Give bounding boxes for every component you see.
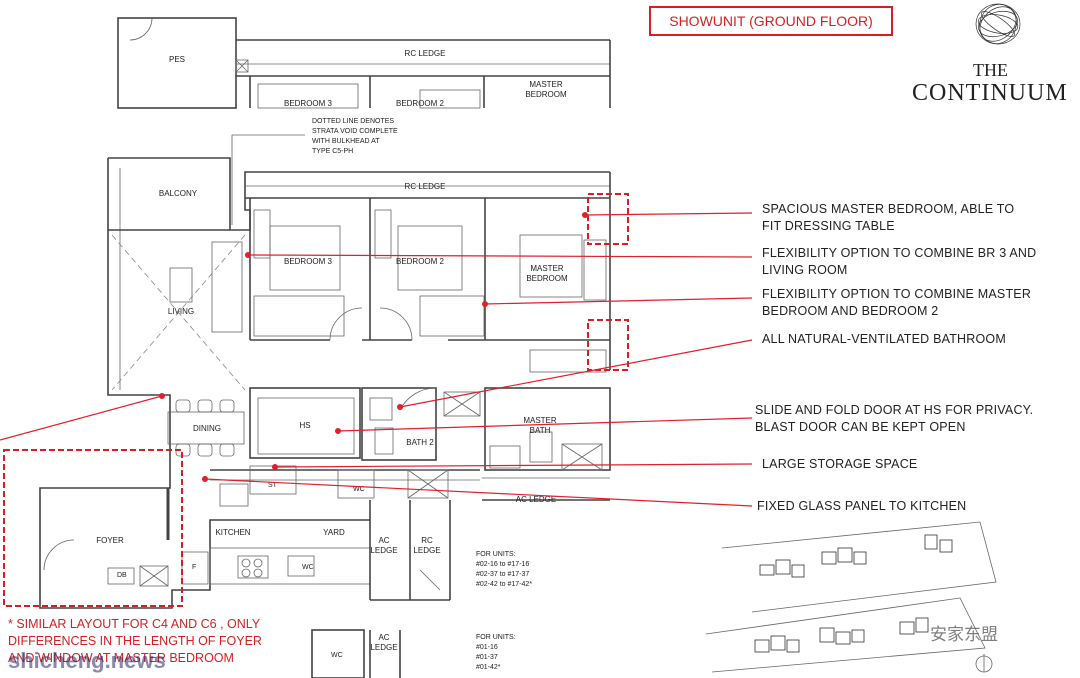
annotation-hs-door: SLIDE AND FOLD DOOR AT HS FOR PRIVACY.BL… (755, 403, 1034, 434)
svg-text:#02-37 to #17-37: #02-37 to #17-37 (476, 571, 529, 578)
units-list-2: FOR UNITS: #01-16 #01-37 #01-42* (476, 634, 516, 671)
room-label-pes: PES (169, 55, 185, 64)
watermark-anjia: 安家东盟 (930, 625, 998, 645)
svg-text:STRATA VOID COMPLETE: STRATA VOID COMPLETE (312, 128, 398, 135)
svg-text:WC: WC (331, 652, 343, 659)
room-label-wc: WC (353, 486, 365, 493)
main-floor-plan: BALCONY LIVING RC LEDGE BEDROOM 3 BEDROO… (39, 157, 611, 609)
svg-text:#02-42 to #17-42*: #02-42 to #17-42* (476, 581, 532, 588)
svg-text:#01-42*: #01-42* (476, 664, 501, 671)
continuum-logo-mark (975, 3, 1021, 45)
room-label-master-top-2: BEDROOM (525, 90, 567, 99)
lower-floor-fragment: WC AC LEDGE (311, 629, 401, 678)
room-label-db: DB (117, 572, 127, 579)
watermark-shicheng: shicheng.news (8, 648, 166, 673)
room-label-ac-ledge-2: LEDGE (370, 546, 397, 555)
room-label-f: F (192, 564, 196, 571)
room-label-rc: RC (421, 536, 433, 545)
showunit-title: SHOWUNIT (GROUND FLOOR) (649, 6, 893, 36)
svg-text:#02-16 to #17-16: #02-16 to #17-16 (476, 561, 529, 568)
highlight-master-window (587, 193, 629, 245)
room-label-master-1: MASTER (530, 264, 564, 273)
svg-text:WITH BULKHEAD AT: WITH BULKHEAD AT (312, 138, 380, 145)
svg-text:#01-37: #01-37 (476, 654, 498, 661)
room-label-kitchen: KITCHEN (215, 528, 250, 537)
svg-text:LEDGE: LEDGE (370, 643, 397, 652)
room-label-bedroom2-top: BEDROOM 2 (396, 99, 445, 108)
upper-floor-partial: PES RC LEDGE BEDROOM 3 BEDROOM 2 MASTER … (117, 17, 611, 109)
room-label-ac: AC (378, 536, 389, 545)
svg-text:DOTTED LINE DENOTES: DOTTED LINE DENOTES (312, 118, 394, 125)
room-label-master-2: BEDROOM (526, 274, 568, 283)
room-label-bedroom3: BEDROOM 3 (284, 257, 333, 266)
room-label-yard: YARD (323, 528, 345, 537)
dotted-note-leader (231, 134, 305, 225)
room-label-rc-ledge-top: RC LEDGE (405, 49, 446, 58)
similar-layout-note: * SIMILAR LAYOUT FOR C4 AND C6 , ONLY DI… (8, 617, 262, 665)
svg-text:TYPE C5-PH: TYPE C5-PH (312, 148, 353, 155)
room-label-foyer: FOYER (96, 536, 124, 545)
room-label-wc-2: WC (302, 564, 314, 571)
logo-name: CONTINUUM (912, 80, 1068, 106)
svg-text:FOR UNITS:: FOR UNITS: (476, 551, 516, 558)
room-label-master-top-1: MASTER (529, 80, 563, 89)
room-label-st: ST (268, 482, 278, 489)
site-plan (705, 521, 997, 673)
highlight-bath-window (587, 319, 629, 371)
room-label-hs: HS (299, 421, 310, 430)
logo-the: THE (973, 60, 1008, 80)
units-list-1: FOR UNITS: #02-16 to #17-16 #02-37 to #1… (476, 551, 532, 588)
annotation-bathroom: ALL NATURAL-VENTILATED BATHROOM (762, 332, 1006, 346)
highlight-foyer (3, 449, 183, 607)
room-label-balcony: BALCONY (159, 189, 198, 198)
svg-text:AC: AC (378, 633, 389, 642)
annotation-glass-panel: FIXED GLASS PANEL TO KITCHEN (757, 499, 967, 513)
dotted-note: DOTTED LINE DENOTES STRATA VOID COMPLETE… (312, 118, 398, 155)
room-label-bedroom3-top: BEDROOM 3 (284, 99, 333, 108)
room-label-bath2: BATH 2 (406, 438, 434, 447)
room-label-bedroom2: BEDROOM 2 (396, 257, 445, 266)
room-label-living: LIVING (168, 307, 194, 316)
room-label-master-bath-1: MASTER (523, 416, 557, 425)
svg-text:FOR UNITS:: FOR UNITS: (476, 634, 516, 641)
room-label-ac-ledge: AC LEDGE (516, 495, 556, 504)
room-label-rc-ledge-2: LEDGE (413, 546, 440, 555)
svg-text:#01-16: #01-16 (476, 644, 498, 651)
room-label-dining: DINING (193, 424, 221, 433)
room-label-rc-ledge: RC LEDGE (405, 182, 446, 191)
annotation-leaders (0, 212, 753, 507)
room-label-master-bath-2: BATH (530, 426, 551, 435)
annotation-storage: LARGE STORAGE SPACE (762, 457, 918, 471)
